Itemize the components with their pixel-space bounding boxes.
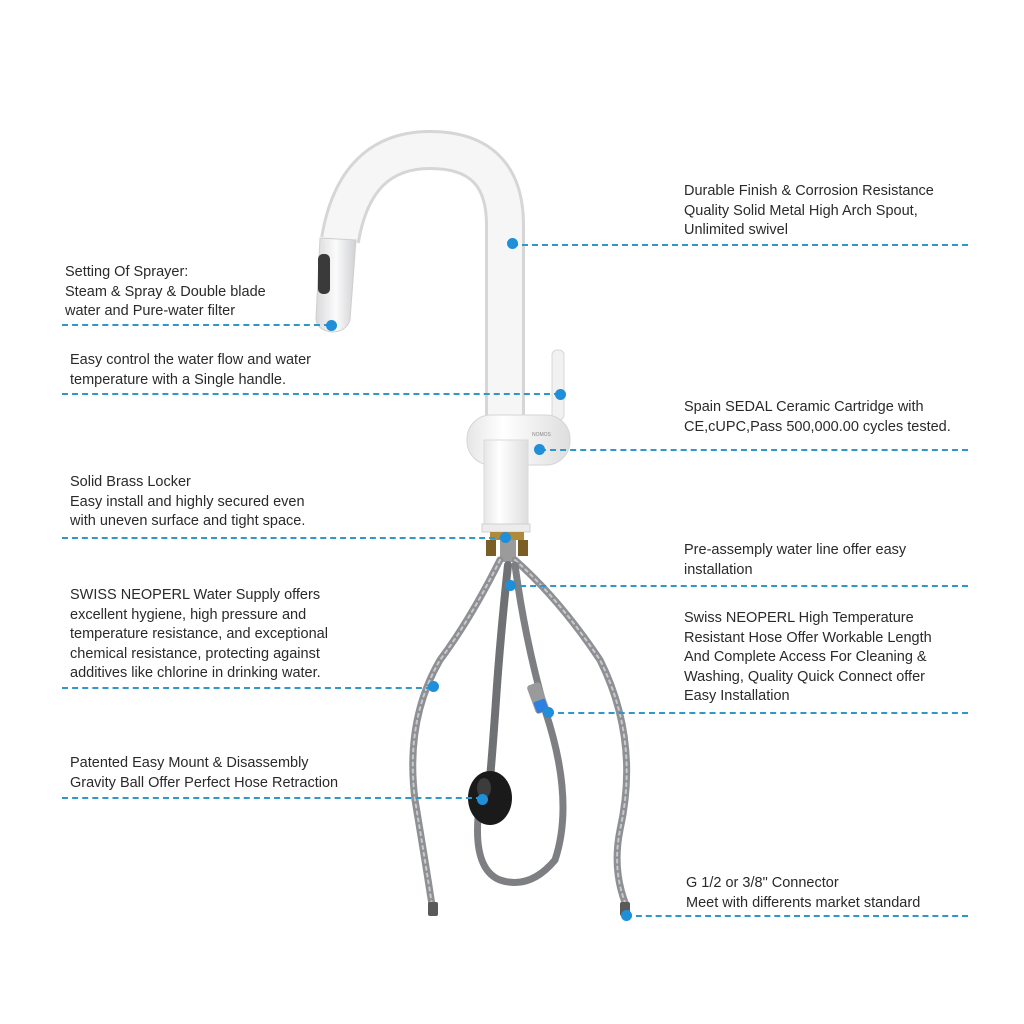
- callout-line: SWISS NEOPERL Water Supply offers: [70, 587, 321, 603]
- callout-line: installation: [684, 561, 753, 578]
- callout-line: Meet with differents market standard: [686, 894, 921, 911]
- callout-line: chemical resistance, protecting against: [70, 645, 320, 662]
- leader-line-connector: [626, 915, 968, 917]
- leader-line-ball: [62, 797, 482, 799]
- callout-line: Swiss NEOPERL High Temperature: [684, 610, 914, 626]
- callout-line: Steam & Spray & Double blade: [65, 283, 266, 300]
- marker-dot-cartridge: [533, 443, 545, 455]
- marker-dot-supply: [427, 680, 439, 692]
- leader-line-sprayer: [62, 324, 330, 326]
- callout-line: Easy Installation: [684, 688, 790, 704]
- callout-line: And Complete Access For Cleaning &: [684, 649, 927, 665]
- marker-dot-spout: [506, 237, 518, 249]
- callout-supply: SWISS NEOPERL Water Supply offers excelle…: [70, 586, 328, 684]
- callout-line: with uneven surface and tight space.: [70, 513, 306, 529]
- callout-line: Spain SEDAL Ceramic Cartridge with: [684, 399, 924, 415]
- supply-hoses: [409, 556, 631, 909]
- callout-line: additives like chlorine in drinking wate…: [70, 665, 321, 681]
- marker-dot-ball: [476, 793, 488, 805]
- callout-line: water and Pure-water filter: [65, 303, 236, 319]
- callout-sprayer: Setting Of Sprayer: Steam & Spray & Doubl…: [65, 263, 266, 322]
- callout-line: excellent hygiene, high pressure and: [70, 606, 307, 623]
- callout-handle: Easy control the water flow and water tem…: [70, 351, 311, 390]
- callout-line: CE,cUPC,Pass 500,000.00 cycles tested.: [684, 418, 951, 435]
- callout-line: Easy control the water flow and water: [70, 352, 311, 368]
- callout-line: Patented Easy Mount & Disassembly: [70, 755, 309, 771]
- callout-line: Resistant Hose Offer Workable Length: [684, 629, 932, 646]
- leader-line-locker: [62, 537, 505, 539]
- callout-line: Pre-assemply water line offer easy: [684, 542, 907, 558]
- leader-line-hose: [548, 712, 968, 714]
- leader-line-waterline: [510, 585, 968, 587]
- hose-connectors: [428, 902, 630, 916]
- marker-dot-handle: [554, 388, 566, 400]
- faucet-base: [483, 439, 529, 529]
- callout-line: Washing, Quality Quick Connect offer: [684, 668, 925, 685]
- marker-dot-connector: [620, 909, 632, 921]
- marker-dot-waterline: [504, 579, 516, 591]
- callout-line: Gravity Ball Offer Perfect Hose Retracti…: [70, 774, 339, 791]
- callout-line: Setting Of Sprayer:: [65, 264, 189, 280]
- callout-line: temperature resistance, and exceptional: [70, 626, 328, 642]
- leader-line-supply: [62, 687, 432, 689]
- callout-line: G 1/2 or 3/8" Connector: [686, 875, 839, 891]
- leader-line-spout: [512, 244, 968, 246]
- marker-dot-locker: [499, 531, 511, 543]
- leader-line-cartridge: [540, 449, 968, 451]
- callout-line: Quality Solid Metal High Arch Spout,: [684, 202, 918, 219]
- callout-line: Durable Finish & Corrosion Resistance: [684, 183, 934, 199]
- callout-waterline: Pre-assemply water line offer easy instal…: [684, 541, 906, 580]
- callout-line: temperature with a Single handle.: [70, 371, 287, 388]
- svg-text:NOMOS: NOMOS: [532, 432, 552, 438]
- handle-lever: [551, 349, 565, 421]
- sprayer-head: [315, 237, 357, 333]
- callout-line: Solid Brass Locker: [70, 474, 191, 490]
- leader-line-handle: [62, 393, 560, 395]
- callout-line: Unlimited swivel: [684, 222, 788, 238]
- callout-line: Easy install and highly secured even: [70, 493, 305, 510]
- marker-dot-sprayer: [325, 319, 337, 331]
- marker-dot-hose: [542, 706, 554, 718]
